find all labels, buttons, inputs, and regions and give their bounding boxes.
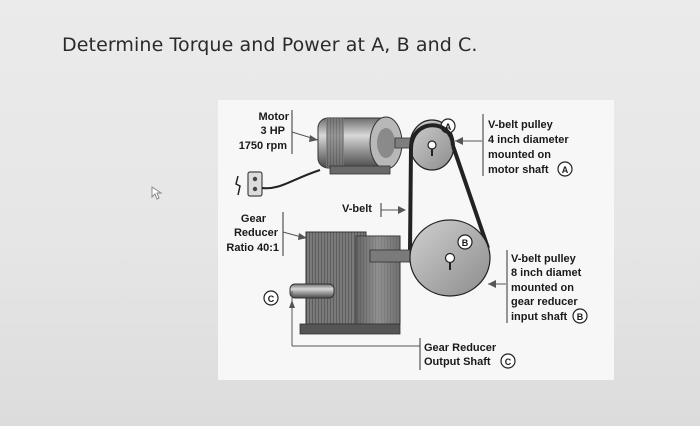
motor bbox=[317, 116, 418, 175]
pulley-a-line4: motor shaft bbox=[488, 164, 549, 176]
pulley-b-line4: gear reducer bbox=[511, 296, 578, 308]
pulley-a-callout: V-belt pulley 4 inch diameter mounted on… bbox=[455, 114, 573, 177]
motor-label: Motor 3 HP 1750 rpm bbox=[239, 110, 319, 154]
marker-b-letter: B bbox=[462, 238, 469, 248]
marker-c: C bbox=[263, 290, 279, 306]
page-title: Determine Torque and Power at A, B and C… bbox=[62, 34, 478, 56]
pulley-a-line1: V-belt pulley bbox=[488, 119, 554, 131]
gear-reducer-label-line2: Reducer bbox=[234, 227, 279, 239]
v-belt bbox=[408, 123, 490, 251]
output-callout: Gear Reducer Output Shaft C bbox=[419, 338, 516, 370]
pulley-b-line5: input shaft bbox=[511, 311, 568, 323]
output-shaft bbox=[289, 283, 420, 347]
output-line1: Gear Reducer bbox=[424, 342, 497, 354]
marker-b: B bbox=[457, 234, 473, 250]
mouse-cursor-icon bbox=[151, 186, 163, 200]
pulley-b-line2: 8 inch diamet bbox=[511, 267, 582, 279]
pulley-a-marker: A bbox=[562, 165, 569, 175]
pulley-a-line3: mounted on bbox=[488, 149, 551, 161]
pulley-b-line1: V-belt pulley bbox=[511, 253, 577, 265]
motor-label-line1: Motor bbox=[258, 111, 289, 123]
plug-cord-icon bbox=[235, 169, 321, 196]
motor-label-line3: 1750 rpm bbox=[239, 140, 288, 152]
pulley-b-callout: V-belt pulley 8 inch diamet mounted on g… bbox=[488, 250, 588, 324]
pulley-a-line2: 4 inch diameter bbox=[488, 134, 569, 146]
pulley-b-line3: mounted on bbox=[511, 282, 574, 294]
gear-reducer-label-line1: Gear bbox=[241, 213, 267, 225]
vbelt-label-text: V-belt bbox=[342, 203, 372, 215]
pulley-b bbox=[409, 219, 491, 297]
gear-reducer-label-line3: Ratio 40:1 bbox=[226, 242, 279, 254]
motor-label-line2: 3 HP bbox=[261, 125, 285, 137]
gear-reducer-label: Gear Reducer Ratio 40:1 bbox=[226, 212, 307, 256]
output-marker: C bbox=[505, 357, 512, 367]
vbelt-label: V-belt bbox=[342, 203, 406, 217]
gear-reducer bbox=[299, 231, 411, 335]
marker-c-letter: C bbox=[268, 294, 275, 304]
marker-a-letter: A bbox=[445, 122, 452, 132]
output-line2: Output Shaft bbox=[424, 356, 491, 368]
pulley-b-marker: B bbox=[577, 312, 584, 322]
power-outlet bbox=[247, 171, 263, 197]
